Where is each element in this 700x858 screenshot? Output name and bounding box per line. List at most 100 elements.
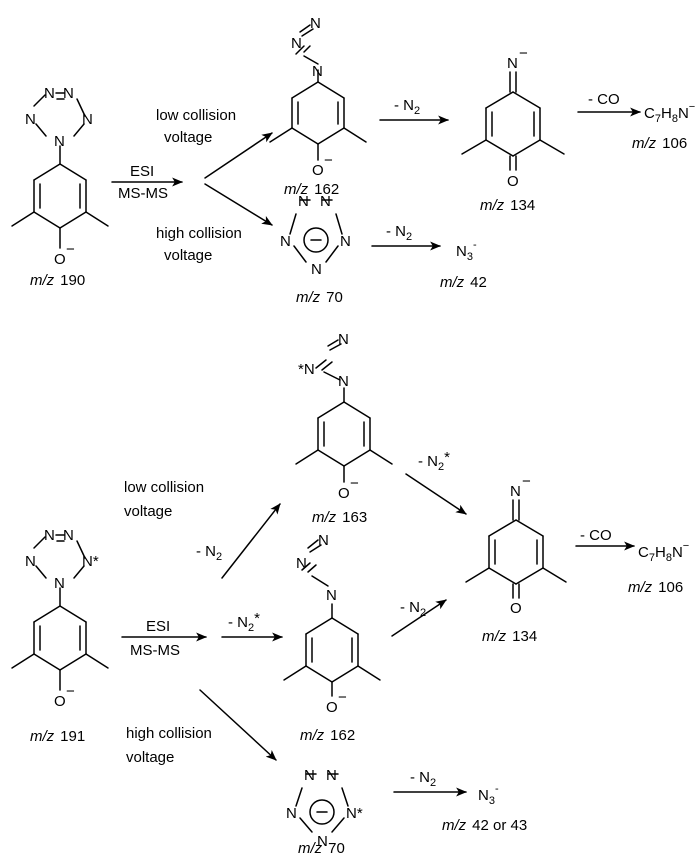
f-h: H [661, 105, 672, 122]
mz-prefix: m/z [482, 628, 507, 645]
mz-value: 106 [658, 579, 683, 596]
minus: - [410, 769, 419, 786]
pentazolate-bottom [295, 773, 349, 833]
mz-162-top: m/z 162 [284, 181, 339, 198]
product-c7h8n-top: C7H8N− [644, 101, 695, 125]
mz-value: 162 [314, 181, 339, 198]
charge-minus: − [522, 473, 531, 490]
atoms-azide-162-bottom: N N N O − [296, 532, 347, 716]
atom-o: O [54, 251, 66, 268]
mz-prefix: m/z [632, 135, 657, 152]
f-8: 8 [672, 113, 678, 125]
high-label-top-2: voltage [164, 247, 212, 264]
mz-prefix: m/z [442, 817, 467, 834]
product-c7h8n-bottom: C7H8N− [638, 540, 689, 564]
atom-n: N [280, 233, 291, 250]
charge-minus: − [324, 152, 333, 169]
high-arrow-bottom [199, 689, 277, 761]
aryl-azide-162-top [269, 24, 367, 161]
high-arrow-top [204, 183, 273, 226]
loss-n2-bottom-2: - N2 [410, 769, 436, 789]
atom-o: O [338, 485, 350, 502]
atoms-azide-162-top: N N N O − [291, 15, 333, 179]
atom-n: N [63, 527, 74, 544]
f-c: C [644, 105, 655, 122]
loss-n: N [419, 769, 430, 786]
loss-n2-162-bottom: - N2 [400, 599, 426, 619]
low-label-bottom-1: low collision [124, 479, 204, 496]
atom-n: N [317, 833, 328, 850]
atom-n: N [54, 133, 65, 150]
mz-value: 42 [470, 274, 487, 291]
atom-n: N [44, 527, 55, 544]
mz-prefix: m/z [30, 728, 55, 745]
atoms-azide-163: N *N N O − [298, 331, 359, 502]
loss-n2-top: - N2 [394, 97, 420, 117]
loss-n: N [395, 223, 406, 240]
charge-minus: − [66, 241, 75, 258]
atom-o: O [507, 173, 519, 190]
atom-o: O [312, 162, 324, 179]
loss-sub: 2 [414, 105, 420, 117]
mz-70-bottom: m/z 70 [298, 840, 345, 857]
mz-prefix: m/z [298, 840, 323, 857]
mz-prefix: m/z [30, 272, 55, 289]
mz-value: 191 [60, 728, 85, 745]
mz-prefix: m/z [312, 509, 337, 526]
quinone-134-top [461, 71, 565, 171]
mz-163: m/z 163 [312, 509, 367, 526]
loss-n: N [409, 599, 420, 616]
loss-n: N [403, 97, 414, 114]
ion-charge: - [473, 239, 477, 251]
minus: - [400, 599, 409, 616]
azide-ion-top: N3- [456, 239, 477, 263]
loss-sub: 2 [420, 607, 426, 619]
low-arrow-bottom [221, 503, 281, 579]
low-label-top-1: low collision [156, 107, 236, 124]
ion-charge: - [495, 783, 499, 795]
atom-n: N [54, 575, 65, 592]
f-n: N [678, 105, 689, 122]
f-c: C [638, 544, 649, 561]
atoms-quinone-134-bottom: N − O [510, 473, 531, 617]
star: * [254, 610, 260, 627]
f-7: 7 [655, 113, 661, 125]
mz-value: 70 [328, 840, 345, 857]
mz-value: 163 [342, 509, 367, 526]
ion-sub: 3 [489, 795, 495, 807]
atom-n-star: N* [346, 805, 363, 822]
charge-minus: − [66, 683, 75, 700]
esi-label-bottom: ESI [146, 618, 170, 635]
atom-n: N [320, 193, 331, 210]
loss-n2star-bottom: - N2* [228, 610, 260, 634]
f-h: H [655, 544, 666, 561]
minus: - [386, 223, 395, 240]
atom-n: N [304, 767, 315, 784]
atom-n: N [298, 193, 309, 210]
ion-n: N [478, 787, 489, 804]
atoms-pentazolate-bottom: N N N N* N [286, 767, 363, 850]
loss-n: N [205, 543, 216, 560]
atom-n: N [326, 587, 337, 604]
msms-label-bottom: MS-MS [130, 642, 180, 659]
atom-n: N [340, 233, 351, 250]
minus: - [196, 543, 205, 560]
loss-sub: 2 [216, 551, 222, 563]
mz-190: m/z 190 [30, 272, 85, 289]
mz-prefix: m/z [284, 181, 309, 198]
n2-arrow-162-bottom [391, 599, 447, 637]
low-arrow-top [204, 132, 273, 179]
atom-n: N [338, 331, 349, 348]
charge-minus: − [350, 475, 359, 492]
charge-minus: − [338, 689, 347, 706]
atom-n: N [291, 35, 302, 52]
atom-o: O [54, 693, 66, 710]
n2star-arrow-163 [405, 473, 467, 515]
atom-n: N [25, 553, 36, 570]
atom-n: N [510, 483, 521, 500]
mz-value: 190 [60, 272, 85, 289]
